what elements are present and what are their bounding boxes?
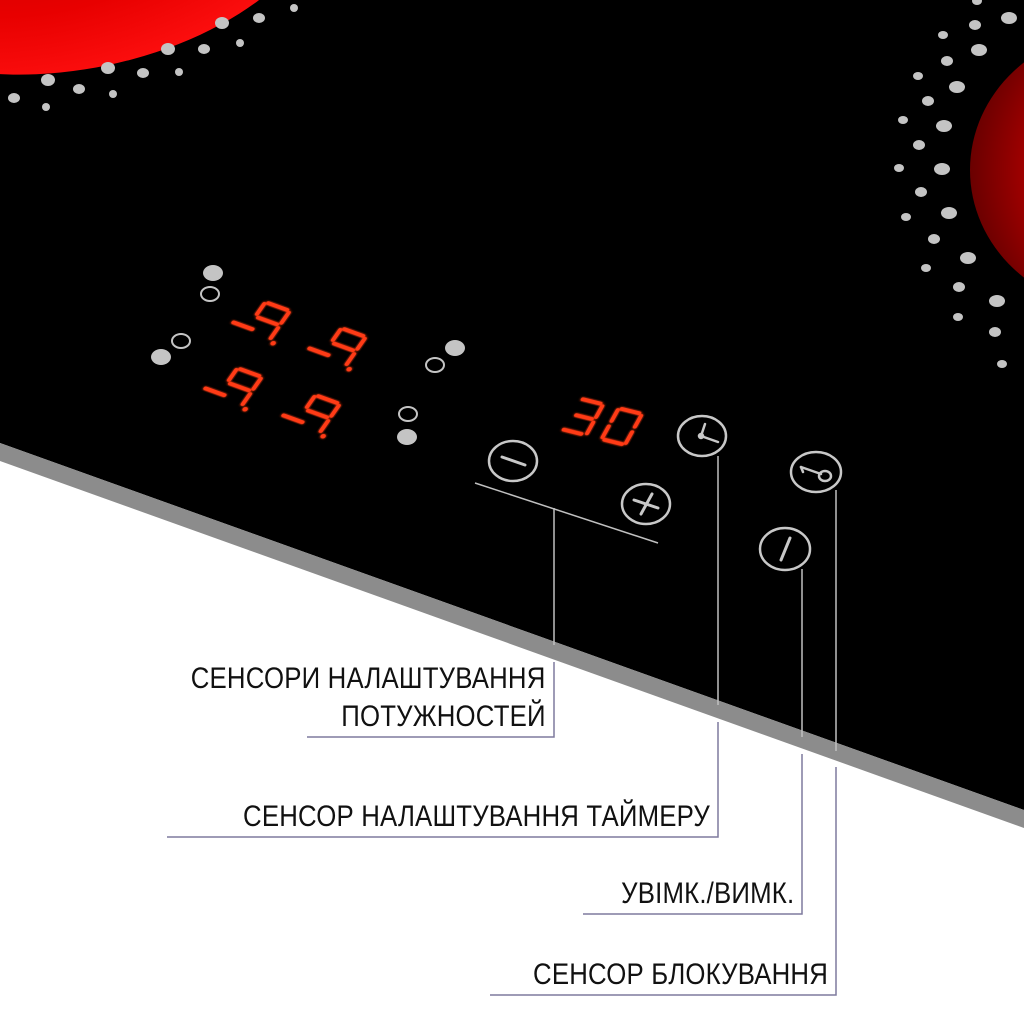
decor-dots-top-left: [8, 4, 298, 111]
zone-display-bottom-left: [203, 367, 263, 412]
key-icon: [799, 465, 833, 483]
label-power-level-line2: ПОТУЖНОСТЕЙ: [341, 700, 546, 733]
timer-button[interactable]: [676, 414, 728, 458]
glass-surface: [0, 0, 1024, 810]
label-power-level-line1: СЕНСОРИ НАЛАШТУВАННЯ: [191, 662, 546, 695]
label-lock: СЕНСОР БЛОКУВАННЯ: [532, 958, 828, 991]
leader-lines-on-glass: [553, 456, 837, 751]
plus-button[interactable]: [620, 482, 672, 526]
label-timer: СЕНСОР НАЛАШТУВАННЯ ТАЙМЕРУ: [243, 800, 710, 833]
leader-lines-on-white: [167, 662, 837, 996]
burner-top-left: [0, 0, 327, 75]
minus-button[interactable]: [487, 439, 539, 483]
burner-right: [970, 62, 1024, 278]
power-button[interactable]: [758, 526, 812, 572]
zone-display-top-left: [231, 301, 291, 346]
plus-icon: [632, 492, 660, 516]
decor-dots-right: [894, 0, 1017, 368]
zone-display-bottom-right: [281, 394, 341, 439]
zone-display-top-right: [307, 327, 367, 372]
minus-icon: [500, 455, 527, 467]
label-on-off: УВІМК./ВИМК.: [620, 877, 794, 910]
timer-display: [561, 397, 644, 446]
zone-indicators: [151, 265, 465, 445]
clock-icon: [697, 422, 720, 444]
lock-button[interactable]: [789, 450, 843, 494]
power-slash-icon: [779, 536, 792, 562]
power-level-bracket: [474, 482, 659, 544]
glass-edge: [0, 443, 1024, 828]
